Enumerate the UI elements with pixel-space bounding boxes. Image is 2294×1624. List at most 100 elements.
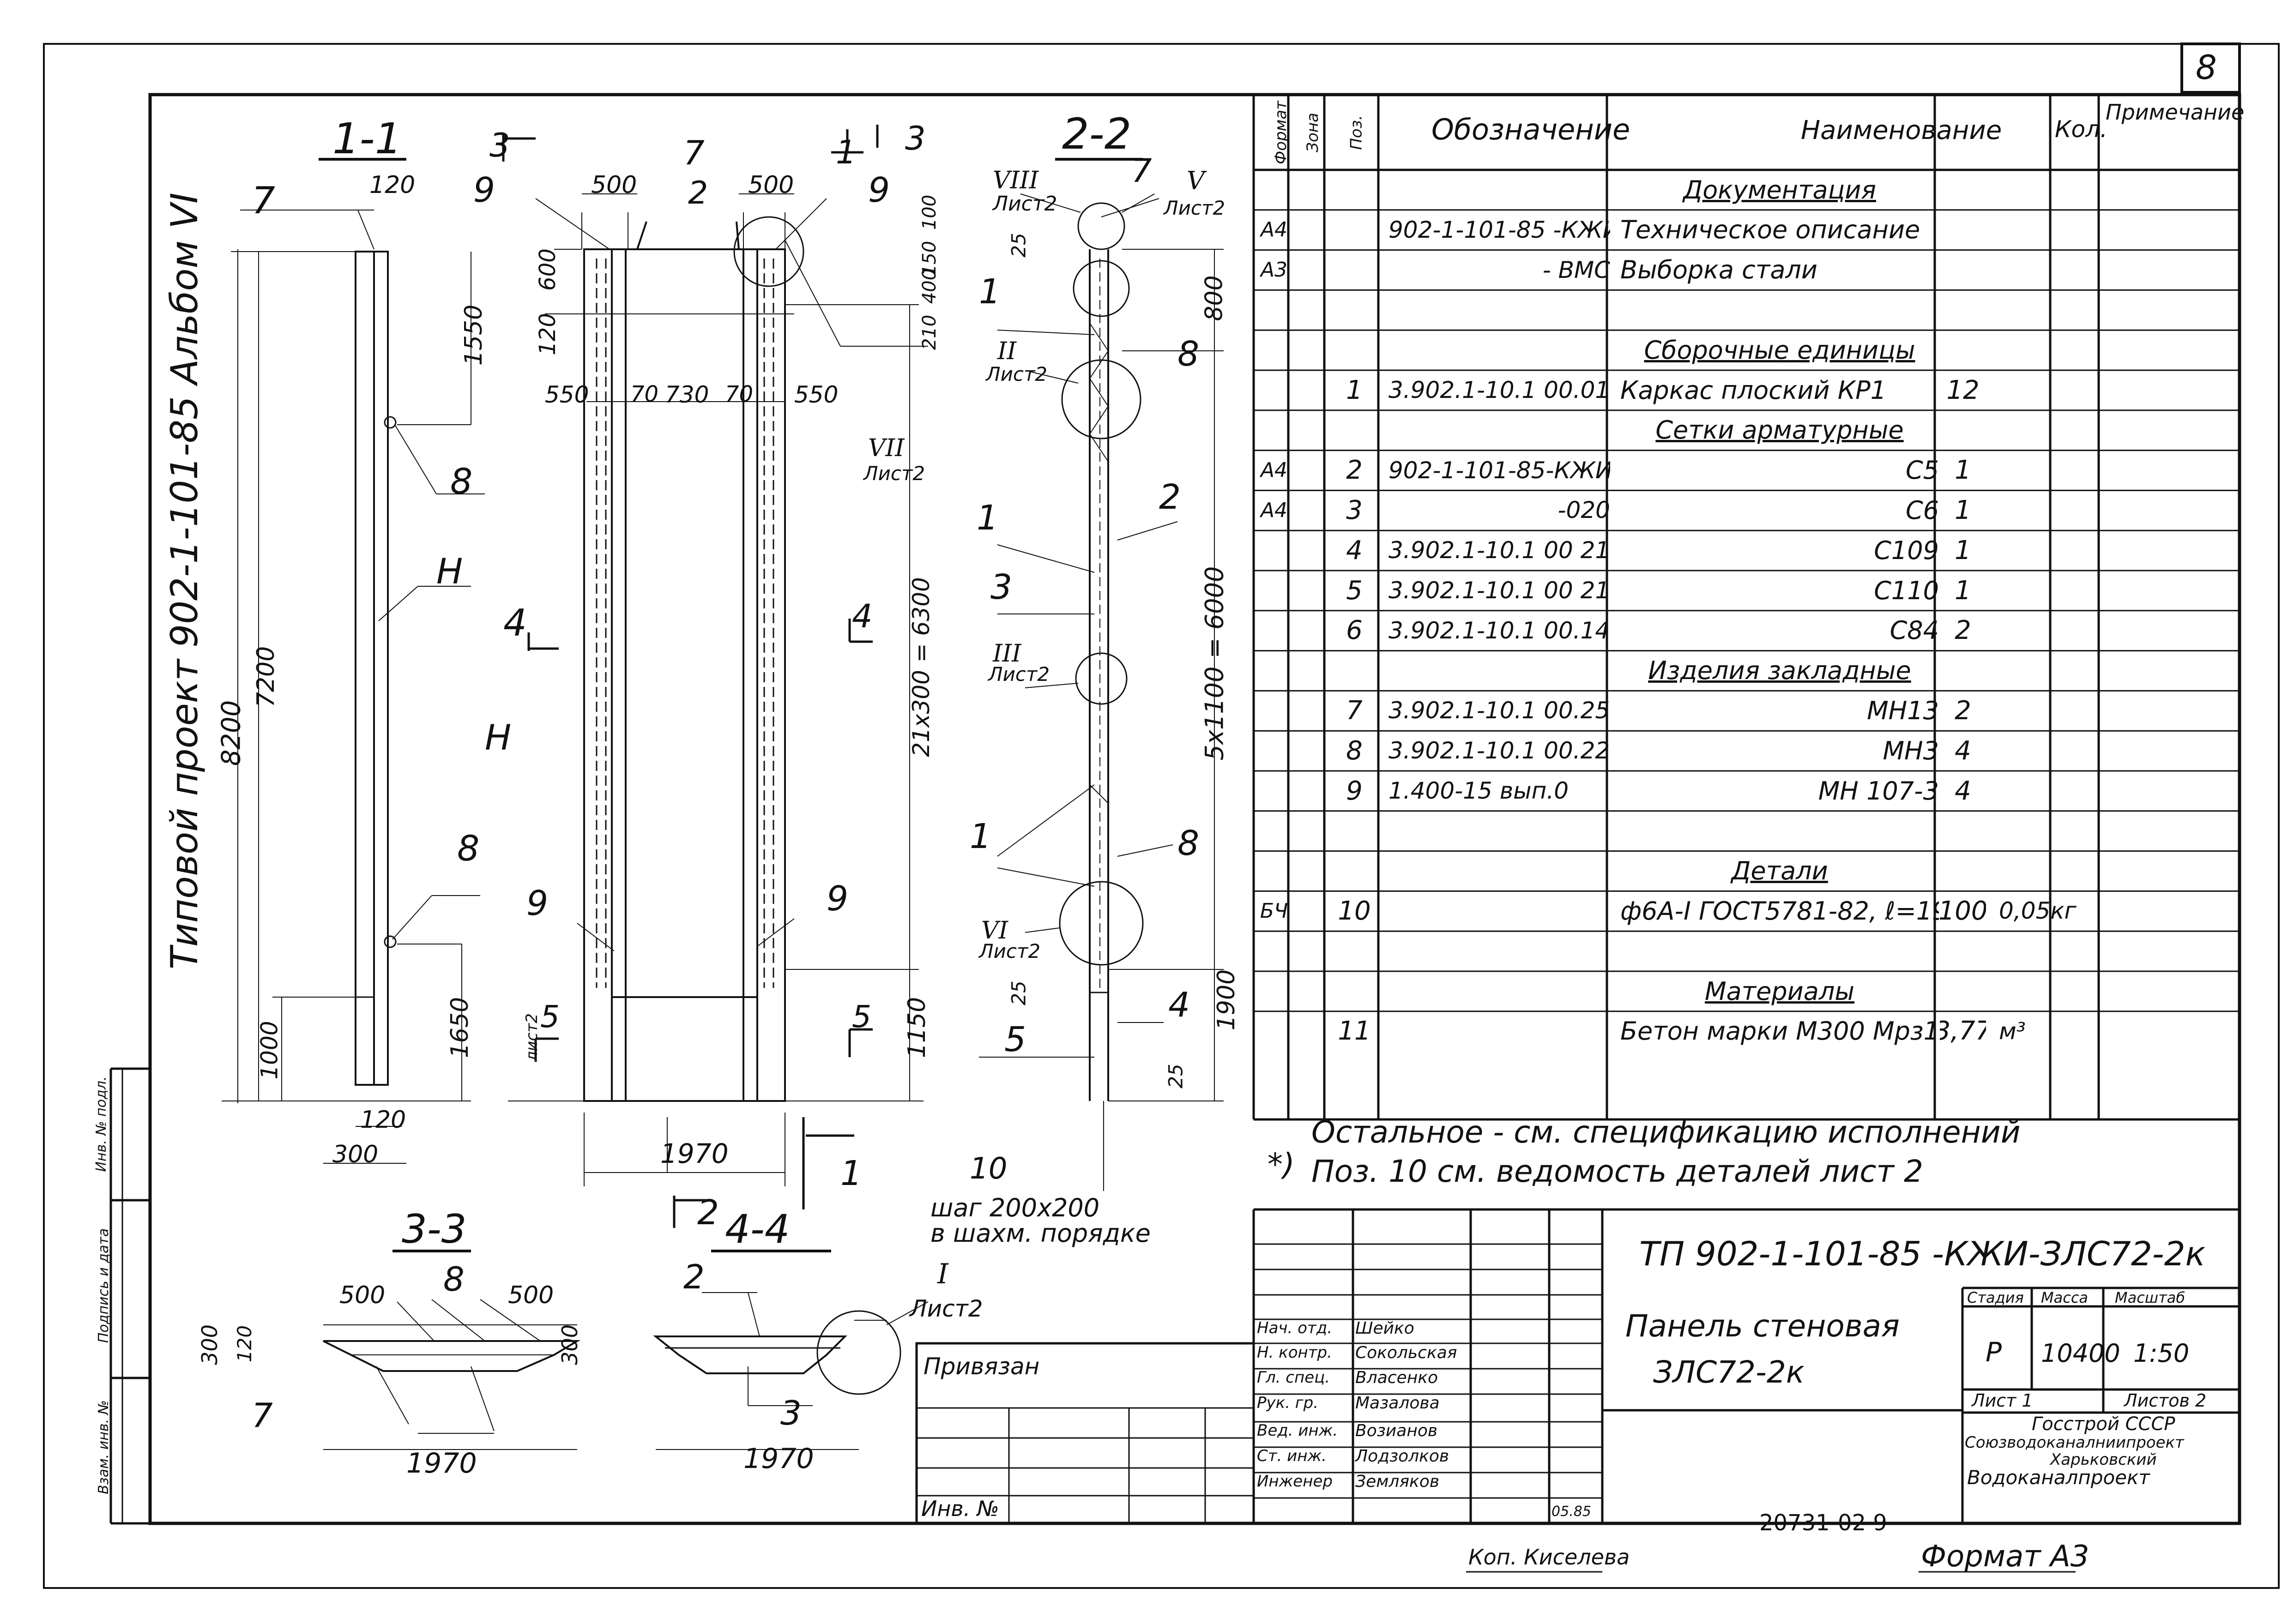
dim: 1970 xyxy=(743,1443,814,1475)
spec-cell-name: С110 xyxy=(1874,576,1939,605)
dim: 730 xyxy=(665,381,709,408)
spec-cell-note xyxy=(1992,771,2232,811)
spec-cell-format xyxy=(1254,931,1294,971)
spec-cell-designation xyxy=(1383,330,1610,370)
signer-role: Нач. отд. xyxy=(1257,1319,1333,1337)
pos-label: 3 xyxy=(905,120,926,157)
spec-row: 53.902.1-10.1 00 21.00-01С1101 xyxy=(1254,571,2228,610)
spec-cell-format xyxy=(1254,410,1294,450)
spec-cell-name: Материалы xyxy=(1705,976,1854,1006)
spec-cell-designation: 3.902.1-10.1 00.01.00 xyxy=(1388,377,1610,403)
spec-cell-quantity xyxy=(1940,330,1986,370)
pos-label: 2 xyxy=(697,1193,719,1233)
spec-cell-position: 1 xyxy=(1346,375,1363,405)
signer-name: Власенко xyxy=(1355,1368,1438,1387)
spec-cell-quantity xyxy=(1940,931,1986,971)
dim: 500 xyxy=(748,171,794,199)
spec-cell-format xyxy=(1254,571,1294,610)
spec-cell-format xyxy=(1254,971,1294,1011)
ref-label: 3 xyxy=(990,567,1013,607)
attached-label: Привязан xyxy=(924,1353,1040,1380)
spec-cell-note xyxy=(1992,290,2232,330)
dim: 21х300 = 6300 xyxy=(907,577,935,757)
side-project-label: Типовой проект 902-1-101-85 Альбом VI xyxy=(163,192,206,969)
spec-cell-note: м³ xyxy=(1999,1017,2026,1045)
stage-value: Р xyxy=(1986,1336,2002,1368)
spec-cell-designation: 3.902.1-10.1 00 21.00-01 xyxy=(1388,577,1610,604)
pos-label: 7 xyxy=(252,179,275,222)
ref-label: Лист2 xyxy=(979,940,1041,962)
spec-cell-format: БЧ xyxy=(1260,899,1288,923)
dim: 300 xyxy=(197,1324,222,1365)
dim: 1970 xyxy=(660,1138,729,1169)
mass-value: 10400 xyxy=(2041,1339,2120,1368)
spec-row xyxy=(1254,290,2228,330)
spec-cell-note xyxy=(1992,451,2232,490)
ref-label: 8 xyxy=(1177,824,1200,863)
spec-cell-designation xyxy=(1383,891,1610,931)
signer-name: Земляков xyxy=(1355,1472,1440,1491)
ref-label: 8 xyxy=(1177,334,1200,374)
pos-label: 9 xyxy=(473,170,495,210)
ref-label: Лист2 xyxy=(988,663,1050,686)
sheets-count-label: Листов 2 xyxy=(2124,1390,2207,1411)
spec-row xyxy=(1254,811,2228,851)
spec-row: 13.902.1-10.1 00.01.00Каркас плоский КР1… xyxy=(1254,370,2228,410)
spec-cell-name: Техническое описание xyxy=(1620,215,1920,245)
spec-cell-designation: 3.902.1-10.1 00 21.00 xyxy=(1388,537,1610,564)
spec-cell-name: МН13 xyxy=(1867,696,1939,725)
dim: 500 xyxy=(591,171,637,199)
header-format: Формат xyxy=(1271,101,1290,164)
spec-cell-format xyxy=(1254,330,1294,370)
spec-cell-designation: 902-1-101-85-КЖИ-ЗЛС72-2к-010 xyxy=(1388,457,1610,484)
pos-label: 8 xyxy=(457,828,480,869)
spec-cell-note xyxy=(1992,210,2232,250)
spec-cell-format xyxy=(1254,771,1294,811)
spec-cell-quantity: 1 xyxy=(1955,495,1971,525)
section-4-4 xyxy=(653,1250,929,1450)
spec-cell-quantity: 4 xyxy=(1955,776,1971,806)
spec-cell-designation: 3.902.1-10.1 00.22.00-01 xyxy=(1388,737,1610,764)
header-name: Наименование xyxy=(1801,115,2002,145)
ref-label: 5 xyxy=(1004,1020,1026,1059)
spec-cell-position: 8 xyxy=(1346,735,1363,766)
section-title-4-4: 4-4 xyxy=(725,1206,790,1252)
ref-label: Лист2 xyxy=(986,363,1048,385)
spec-cell-note xyxy=(1992,410,2232,450)
spec-cell-position xyxy=(1331,651,1377,691)
spec-cell-note xyxy=(1992,170,2232,210)
ref-label: V xyxy=(1187,166,1205,195)
spec-cell-designation xyxy=(1383,851,1610,891)
dim: 500 xyxy=(339,1281,386,1309)
dim: 210 xyxy=(919,314,941,350)
ref-label: III xyxy=(993,640,1021,668)
ref-label: 1 xyxy=(977,498,999,538)
spec-cell-note xyxy=(1992,530,2232,570)
dim: 1650 xyxy=(446,997,474,1059)
spec-row: Сетки арматурные xyxy=(1254,410,2228,450)
header-designation: Обозначение xyxy=(1431,113,1630,146)
spec-row: 63.902.1-10.1 00.14.00-01С842 xyxy=(1254,611,2228,650)
dim: 400 xyxy=(919,268,941,304)
signer-name: Сокольская xyxy=(1355,1343,1457,1362)
ref-label: 1 xyxy=(979,272,1001,312)
section-1-1 xyxy=(222,158,485,1164)
spec-cell-position xyxy=(1331,971,1377,1011)
org-line-1: Госстрой СССР xyxy=(2032,1413,2175,1435)
spec-cell-name: С84 xyxy=(1890,616,1939,645)
spec-cell-note xyxy=(1992,971,2232,1011)
spec-cell-note xyxy=(1992,571,2232,610)
title-block-grid xyxy=(915,1208,2240,1525)
spec-cell-name xyxy=(1614,290,1939,330)
dim: 120 xyxy=(233,1325,256,1363)
spec-cell-format xyxy=(1254,1011,1294,1051)
ref-label: 4 xyxy=(1168,985,1190,1025)
section-title-3-3: 3-3 xyxy=(402,1206,467,1252)
spec-cell-position xyxy=(1331,811,1377,851)
spec-row: Сборочные единицы xyxy=(1254,330,2228,370)
spec-row: 43.902.1-10.1 00 21.00С1091 xyxy=(1254,530,2228,570)
dim: 800 xyxy=(1200,275,1228,321)
